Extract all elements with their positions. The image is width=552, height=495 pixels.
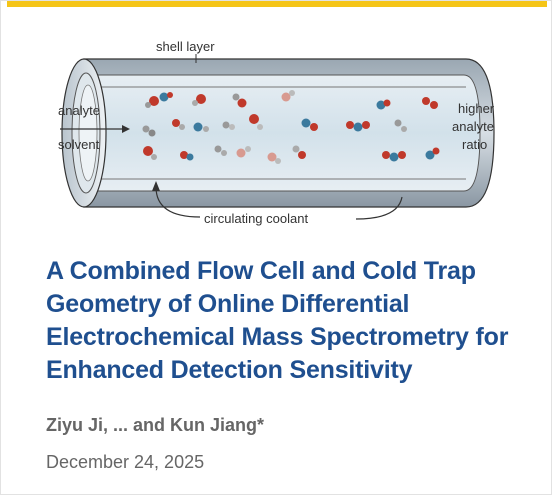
toc-graphic: shell layer analyte solvent higher analy… (58, 39, 495, 226)
article-authors: Ziyu Ji, ... and Kun Jiang* (46, 415, 265, 435)
label-ratio: ratio (462, 137, 487, 152)
label-higher: higher (458, 101, 495, 116)
label-analyte-right: analyte (452, 119, 494, 134)
label-circulating-coolant: circulating coolant (204, 211, 308, 226)
arrow-right-icon (60, 125, 130, 133)
article-title[interactable]: A Combined Flow Cell and Cold Trap Geome… (46, 257, 509, 384)
cylinder-body (61, 58, 495, 208)
molecules (142, 90, 440, 164)
accent-bar (7, 1, 547, 7)
curved-arrow-icon (152, 181, 403, 220)
label-shell-layer: shell layer (156, 39, 215, 54)
label-solvent: solvent (58, 137, 100, 152)
label-analyte: analyte (58, 103, 100, 118)
publication-date: December 24, 2025 (46, 452, 205, 472)
